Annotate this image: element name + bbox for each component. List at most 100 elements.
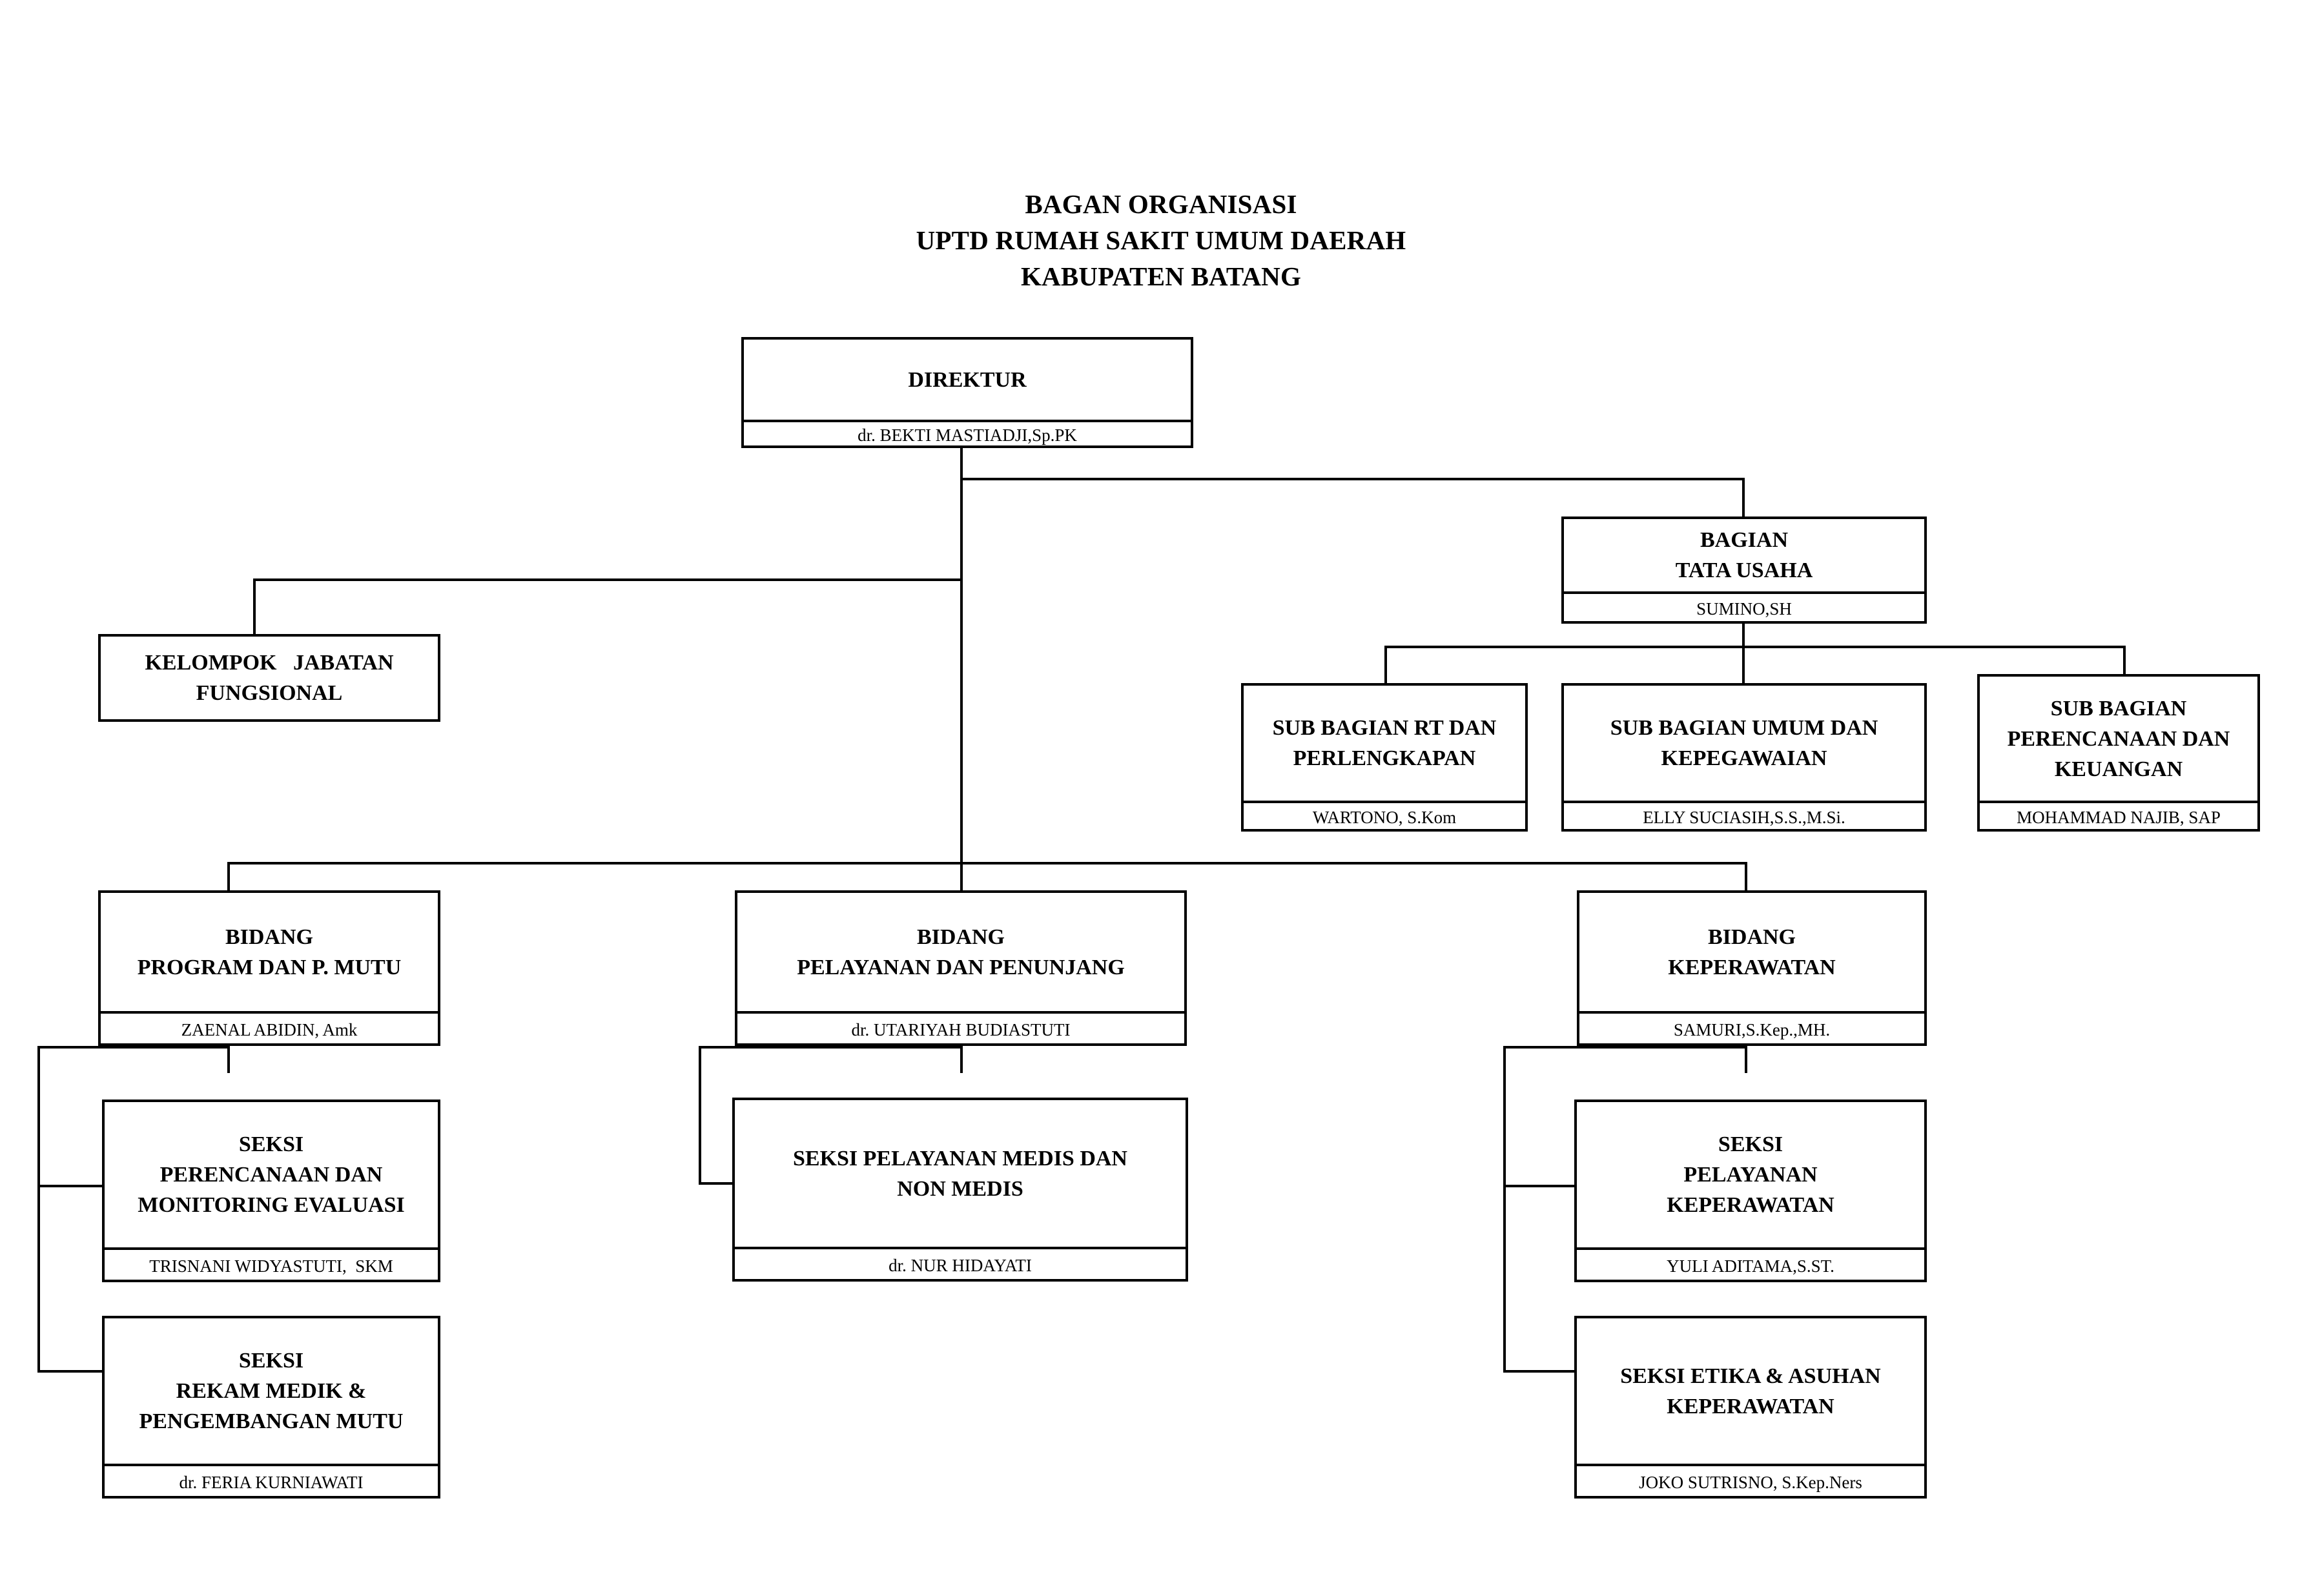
node-seksi-yankep-title-line-3: KEPERAWATAN xyxy=(1667,1193,1834,1217)
node-direktur-name: dr. BEKTI MASTIADJI,Sp.PK xyxy=(744,420,1191,448)
node-seksi-yankep-title-line-2: PELAYANAN xyxy=(1683,1163,1818,1187)
connector-bid-keperawatan-drop xyxy=(1745,862,1747,890)
node-kelompok-title-line-1: KELOMPOK JABATAN xyxy=(145,651,394,675)
node-seksi-perenc-title: SEKSI PERENCANAAN DAN MONITORING EVALUAS… xyxy=(105,1102,438,1247)
connector-right-rail-top xyxy=(1503,1046,1747,1049)
node-seksi-pelayanan-keperawatan[interactable]: SEKSI PELAYANAN KEPERAWATAN YULI ADITAMA… xyxy=(1574,1100,1927,1282)
node-seksi-medis-name: dr. NUR HIDAYATI xyxy=(735,1247,1186,1282)
node-sub-bagian-perenc-title-line-2: PERENCANAAN DAN xyxy=(2007,726,2230,751)
connector-left-stub-seksi-rekam xyxy=(37,1370,103,1373)
node-sub-bagian-perenc-title: SUB BAGIAN PERENCANAAN DAN KEUANGAN xyxy=(1980,677,2257,801)
node-sub-bagian-umum-title: SUB BAGIAN UMUM DAN KEPEGAWAIAN xyxy=(1564,686,1924,801)
connector-sub-bagian-bus xyxy=(1384,646,2126,648)
node-seksi-rekam-title-line-1: SEKSI xyxy=(238,1349,304,1373)
connector-left-rail-top xyxy=(37,1046,230,1049)
node-bagian-tata-usaha-title-line-1: BAGIAN xyxy=(1700,528,1789,552)
node-seksi-rekam-title-line-2: REKAM MEDIK & xyxy=(176,1379,367,1403)
connector-bid-pelayanan-drop xyxy=(960,862,963,890)
connector-left-rail xyxy=(37,1046,40,1373)
connector-direktur-trunk xyxy=(960,447,963,865)
node-sub-bagian-umum-title-line-1: SUB BAGIAN UMUM DAN xyxy=(1610,716,1878,740)
connector-mid-rail-top xyxy=(699,1046,963,1049)
connector-tata-usaha-stem xyxy=(1742,622,1745,648)
connector-sub-rt-drop xyxy=(1384,646,1387,684)
chart-title-line-1: BAGAN ORGANISASI xyxy=(1025,189,1297,219)
node-bidang-keperawatan-name: SAMURI,S.Kep.,MH. xyxy=(1579,1011,1924,1046)
node-bidang-keperawatan-title-line-2: KEPERAWATAN xyxy=(1668,955,1836,979)
connector-right-stub-seksi-yankep xyxy=(1503,1185,1577,1187)
node-seksi-perenc-title-line-3: MONITORING EVALUASI xyxy=(138,1193,405,1217)
chart-title-line-3: KABUPATEN BATANG xyxy=(1020,261,1302,291)
node-seksi-medis-title: SEKSI PELAYANAN MEDIS DAN NON MEDIS xyxy=(735,1100,1186,1247)
node-bidang-program-title-line-1: BIDANG xyxy=(225,925,314,949)
connector-right-rail xyxy=(1503,1046,1506,1373)
connector-bid-program-drop xyxy=(227,862,230,890)
node-kelompok-jabatan-fungsional-title: KELOMPOK JABATAN FUNGSIONAL xyxy=(101,637,438,719)
node-bidang-program-title: BIDANG PROGRAM DAN P. MUTU xyxy=(101,893,438,1011)
node-seksi-yankep-title-line-1: SEKSI xyxy=(1718,1132,1783,1156)
node-sub-bagian-umum-name: ELLY SUCIASIH,S.S.,M.Si. xyxy=(1564,801,1924,832)
node-bidang-keperawatan-title: BIDANG KEPERAWATAN xyxy=(1579,893,1924,1011)
node-seksi-perenc-title-line-2: PERENCANAAN DAN xyxy=(159,1163,383,1187)
connector-mid-stub-seksi-medis xyxy=(699,1182,735,1185)
node-sub-bagian-rt-title: SUB BAGIAN RT DAN PERLENGKAPAN xyxy=(1244,686,1525,801)
node-sub-bagian-perenc-title-line-3: KEUANGAN xyxy=(2054,757,2183,781)
node-sub-bagian-perenc-title-line-1: SUB BAGIAN xyxy=(2050,696,2187,721)
node-sub-bagian-perencanaan-keuangan[interactable]: SUB BAGIAN PERENCANAAN DAN KEUANGAN MOHA… xyxy=(1977,674,2260,832)
node-seksi-etika-title-line-1: SEKSI ETIKA & ASUHAN xyxy=(1620,1364,1881,1388)
node-bidang-keperawatan[interactable]: BIDANG KEPERAWATAN SAMURI,S.Kep.,MH. xyxy=(1577,890,1927,1046)
node-seksi-etika-name: JOKO SUTRISNO, S.Kep.Ners xyxy=(1577,1464,1924,1499)
node-seksi-rekam-medik[interactable]: SEKSI REKAM MEDIK & PENGEMBANGAN MUTU dr… xyxy=(102,1316,440,1499)
node-seksi-perenc-title-line-1: SEKSI xyxy=(238,1132,304,1156)
node-bidang-program-mutu[interactable]: BIDANG PROGRAM DAN P. MUTU ZAENAL ABIDIN… xyxy=(98,890,440,1046)
connector-tata-usaha-drop xyxy=(1742,478,1745,518)
node-kelompok-jabatan-fungsional[interactable]: KELOMPOK JABATAN FUNGSIONAL xyxy=(98,634,440,722)
connector-kelompok-drop xyxy=(253,578,256,634)
node-bidang-keperawatan-title-line-1: BIDANG xyxy=(1707,925,1796,949)
node-sub-bagian-rt-name: WARTONO, S.Kom xyxy=(1244,801,1525,832)
node-bagian-tata-usaha[interactable]: BAGIAN TATA USAHA SUMINO,SH xyxy=(1561,517,1927,624)
node-seksi-medis-title-line-1: SEKSI PELAYANAN MEDIS DAN xyxy=(792,1146,1127,1171)
node-bagian-tata-usaha-name: SUMINO,SH xyxy=(1564,591,1924,624)
chart-title-line-2: UPTD RUMAH SAKIT UMUM DAERAH xyxy=(916,225,1406,255)
node-bidang-program-title-line-2: PROGRAM DAN P. MUTU xyxy=(137,955,402,979)
node-bidang-pelayanan-title: BIDANG PELAYANAN DAN PENUNJANG xyxy=(737,893,1184,1011)
node-seksi-rekam-name: dr. FERIA KURNIAWATI xyxy=(105,1464,438,1499)
node-sub-bagian-umum-title-line-2: KEPEGAWAIAN xyxy=(1661,746,1827,770)
node-seksi-yankep-title: SEKSI PELAYANAN KEPERAWATAN xyxy=(1577,1102,1924,1247)
node-bidang-pelayanan-title-line-2: PELAYANAN DAN PENUNJANG xyxy=(797,955,1125,979)
node-seksi-rekam-title: SEKSI REKAM MEDIK & PENGEMBANGAN MUTU xyxy=(105,1318,438,1464)
node-bagian-tata-usaha-title-line-2: TATA USAHA xyxy=(1675,558,1813,582)
node-sub-bagian-umum-kepegawaian[interactable]: SUB BAGIAN UMUM DAN KEPEGAWAIAN ELLY SUC… xyxy=(1561,683,1927,832)
node-seksi-etika-title-line-2: KEPERAWATAN xyxy=(1667,1394,1834,1418)
node-seksi-yankep-name: YULI ADITAMA,S.ST. xyxy=(1577,1247,1924,1282)
node-bidang-pelayanan-title-line-1: BIDANG xyxy=(916,925,1005,949)
connector-sub-perenc-drop xyxy=(2123,646,2126,684)
connector-left-rail-stem xyxy=(227,1046,230,1073)
connector-mid-rail-stem xyxy=(960,1046,963,1073)
connector-to-tata-usaha xyxy=(960,478,1745,480)
node-bidang-pelayanan-name: dr. UTARIYAH BUDIASTUTI xyxy=(737,1011,1184,1046)
node-bidang-program-name: ZAENAL ABIDIN, Amk xyxy=(101,1011,438,1046)
node-sub-bagian-rt-title-line-1: SUB BAGIAN RT DAN xyxy=(1272,716,1497,740)
node-bidang-pelayanan-penunjang[interactable]: BIDANG PELAYANAN DAN PENUNJANG dr. UTARI… xyxy=(735,890,1187,1046)
node-direktur[interactable]: DIREKTUR dr. BEKTI MASTIADJI,Sp.PK xyxy=(741,337,1193,448)
node-seksi-pelayanan-medis[interactable]: SEKSI PELAYANAN MEDIS DAN NON MEDIS dr. … xyxy=(732,1098,1188,1282)
node-kelompok-title-line-2: FUNGSIONAL xyxy=(196,681,343,705)
node-seksi-rekam-title-line-3: PENGEMBANGAN MUTU xyxy=(139,1409,404,1433)
node-seksi-etika-title: SEKSI ETIKA & ASUHAN KEPERAWATAN xyxy=(1577,1318,1924,1464)
connector-bidang-bus xyxy=(227,862,1747,865)
node-bagian-tata-usaha-title: BAGIAN TATA USAHA xyxy=(1564,519,1924,591)
connector-to-kelompok xyxy=(253,578,963,581)
node-sub-bagian-rt-title-line-2: PERLENGKAPAN xyxy=(1293,746,1476,770)
node-seksi-perencanaan-monitoring[interactable]: SEKSI PERENCANAAN DAN MONITORING EVALUAS… xyxy=(102,1100,440,1282)
connector-sub-umum-drop xyxy=(1742,646,1745,684)
connector-right-stub-seksi-etika xyxy=(1503,1370,1577,1373)
node-direktur-title: DIREKTUR xyxy=(908,367,1027,392)
node-seksi-perenc-name: TRISNANI WIDYASTUTI, SKM xyxy=(105,1247,438,1282)
connector-right-rail-stem xyxy=(1745,1046,1747,1073)
connector-left-stub-seksi-perenc xyxy=(37,1185,103,1187)
node-sub-bagian-rt-perlengkapan[interactable]: SUB BAGIAN RT DAN PERLENGKAPAN WARTONO, … xyxy=(1241,683,1528,832)
node-seksi-etika-asuhan[interactable]: SEKSI ETIKA & ASUHAN KEPERAWATAN JOKO SU… xyxy=(1574,1316,1927,1499)
